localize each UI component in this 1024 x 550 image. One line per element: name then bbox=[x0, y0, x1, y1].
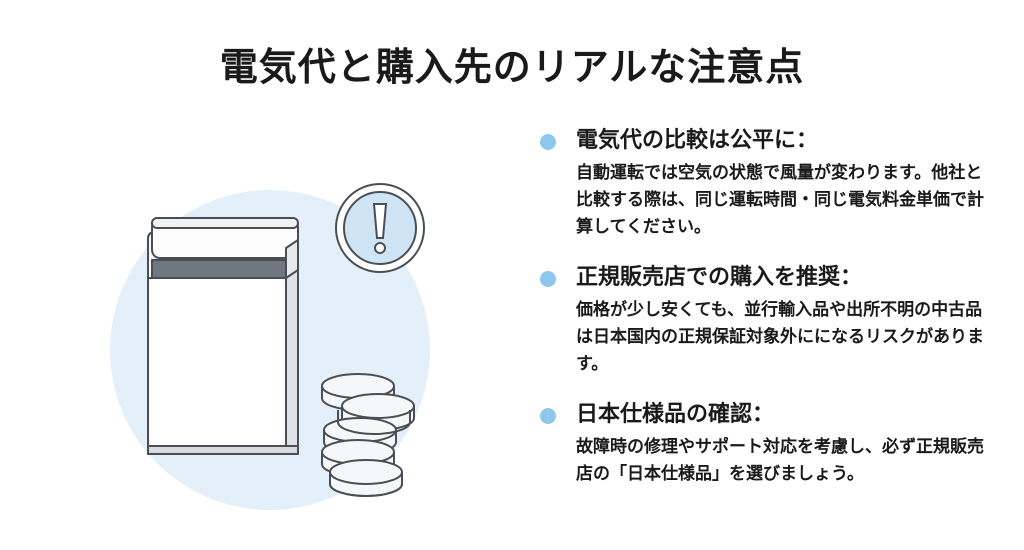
bullet-icon bbox=[540, 134, 556, 150]
exclamation-icon bbox=[335, 183, 425, 273]
caution-heading: 日本仕様品の確認： bbox=[576, 402, 775, 427]
caution-list: 電気代の比較は公平に： 自動運転では空気の状態で風量が変わります。他社と比較する… bbox=[540, 126, 990, 510]
caution-heading: 正規販売店での購入を推奨： bbox=[576, 265, 863, 290]
page-title: 電気代と購入先のリアルな注意点 bbox=[219, 45, 805, 89]
caution-item: 正規販売店での購入を推奨： 価格が少し安くても、並行輸入品や出所不明の中古品は日… bbox=[540, 263, 990, 378]
coin-stack-icon bbox=[321, 373, 415, 497]
bullet-icon bbox=[540, 271, 556, 287]
bullet-icon bbox=[540, 408, 556, 424]
illustration bbox=[110, 183, 430, 510]
air-purifier-icon bbox=[147, 217, 299, 455]
caution-heading: 電気代の比較は公平に： bbox=[576, 128, 819, 153]
caution-body: 故障時の修理やサポート対応を考慮し、必ず正規販売店の「日本仕様品」を選びましょう… bbox=[576, 437, 984, 484]
caution-body: 自動運転では空気の状態で風量が変わります。他社と比較する際は、同じ運転時間・同じ… bbox=[576, 163, 984, 237]
caution-item: 日本仕様品の確認： 故障時の修理やサポート対応を考慮し、必ず正規販売店の「日本仕… bbox=[540, 400, 990, 488]
caution-body: 価格が少し安くても、並行輸入品や出所不明の中古品は日本国内の正規保証対象外ににな… bbox=[576, 300, 984, 374]
caution-item: 電気代の比較は公平に： 自動運転では空気の状態で風量が変わります。他社と比較する… bbox=[540, 126, 990, 241]
